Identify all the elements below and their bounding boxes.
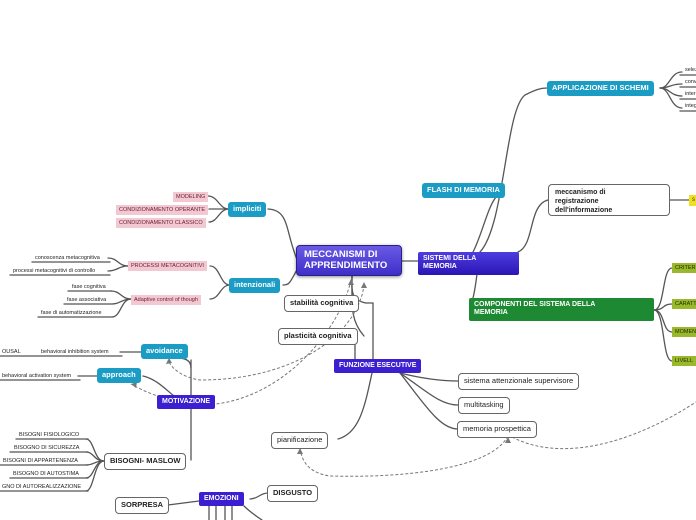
link-impliciti-modeling <box>207 195 230 210</box>
bisogni-maslow-node[interactable]: BISOGNI- MASLOW <box>104 453 187 470</box>
link-applicazione-integ <box>659 87 683 109</box>
central-line2: APPRENDIMENTO <box>304 259 388 271</box>
processi-metacognitivi-node[interactable]: PROCESSI METACOGNITIVI <box>128 261 207 272</box>
link-sistemi-flash <box>472 195 498 253</box>
link-componenti-criter <box>653 267 673 311</box>
modeling-node[interactable]: MODELING <box>173 192 209 203</box>
fase-cognitiva-leaf[interactable]: fase cognitiva <box>72 284 106 290</box>
link-sistemi-meccanismo <box>517 199 549 253</box>
link-central-impliciti <box>267 208 299 263</box>
flash-memoria-node[interactable]: FLASH DI MEMORIA <box>422 183 505 198</box>
fase-automatizzazione-leaf[interactable]: fase di automatizzazione <box>41 310 102 316</box>
link-adaptive-cognitiva <box>110 290 132 300</box>
maslow-leaf-4[interactable]: BISOGNO DI AUTOSTIMA <box>13 471 79 477</box>
dashed-memoria-pianificazione <box>299 435 509 477</box>
link-funzione-pianificazione <box>337 372 373 440</box>
link-maslow-5 <box>85 460 105 492</box>
link-sistemi-componenti <box>472 273 478 299</box>
link-emozioni-disgusto <box>249 492 269 500</box>
componenti-leaf-momen[interactable]: MOMEN <box>672 327 696 338</box>
emozioni-node[interactable]: EMOZIONI <box>199 492 244 507</box>
intenzionali-node[interactable]: intenzionali <box>229 278 281 293</box>
link-funzione-sistema <box>399 372 459 382</box>
link-emozioni-sorpresa <box>167 500 200 506</box>
processi-controllo-leaf[interactable]: processi metacognitivi di controllo <box>13 268 96 274</box>
meccanismo-line1: meccanismo di <box>555 189 606 196</box>
stabilita-cognitiva-node[interactable]: stabilità cognitiva <box>284 295 360 312</box>
applicazione-leaf-selez[interactable]: selez <box>685 67 696 73</box>
plasticita-cognitiva-node[interactable]: plasticità cognitiva <box>278 328 358 345</box>
link-applicazione-conv <box>659 83 683 89</box>
link-avoidance-motivazione <box>175 357 192 369</box>
central-node[interactable]: MECCANISMI DI APPRENDIMENTO <box>296 245 402 276</box>
memoria-prospettica-node[interactable]: memoria prospettica <box>457 421 537 438</box>
maslow-leaf-2[interactable]: BISOGNO DI SICUREZZA <box>14 445 80 451</box>
link-componenti-momen <box>653 309 673 333</box>
link-funzione-multitasking <box>399 372 459 406</box>
sistemi-line1: SISTEMI DELLA <box>423 255 477 262</box>
arousal-cut-leaf[interactable]: OUSAL <box>2 349 21 355</box>
applicazione-leaf-integ[interactable]: integ <box>685 103 696 109</box>
link-funzione-memoria <box>399 372 459 430</box>
sorpresa-node[interactable]: SORPRESA <box>115 497 170 514</box>
behavioral-inhibition-leaf[interactable]: behavioral inhibition system <box>41 349 109 355</box>
meccanismo-line2: registrazione <box>555 197 599 205</box>
link-intenzionali-adaptive <box>209 284 231 300</box>
central-line1: MECCANISMI DI <box>304 249 378 260</box>
componenti-line2: MEMORIA <box>474 309 508 317</box>
disgusto-node[interactable]: DISGUSTO <box>267 485 319 502</box>
meccanismo-line3: dell'informazione <box>555 206 613 214</box>
funzione-esecutive-node[interactable]: FUNZIONE ESECUTIVE <box>334 359 422 374</box>
motivazione-node[interactable]: MOTIVAZIONE <box>157 395 216 410</box>
meccanismo-registrazione-node[interactable]: meccanismo di registrazione dell'informa… <box>548 184 670 216</box>
behavioral-activation-leaf[interactable]: behavioral activation system <box>2 373 72 379</box>
maslow-leaf-1[interactable]: BISOGNI FISIOLOGICO <box>19 432 80 438</box>
componenti-line1: COMPONENTI DEL SISTEMA DELLA <box>474 301 596 308</box>
pianificazione-node[interactable]: pianificazione <box>271 432 329 449</box>
impliciti-node[interactable]: impliciti <box>228 202 267 217</box>
conoscenza-metacognitiva-leaf[interactable]: conoscenza metacognitiva <box>35 255 100 261</box>
adaptive-control-node[interactable]: Adaptive control of though <box>131 295 201 306</box>
applicazione-schemi-node[interactable]: APPLICAZIONE DI SCHEMI <box>547 81 654 96</box>
componenti-leaf-livell[interactable]: LIVELL <box>672 356 696 367</box>
link-componenti-livell <box>653 309 673 362</box>
link-adaptive-automatizzazione <box>111 298 132 318</box>
meccanismo-child-cut[interactable]: s <box>689 195 696 206</box>
link-processi-conoscenza <box>107 257 129 267</box>
condizionamento-classico-node[interactable]: CONDIZIONAMENTO CLASSICO <box>116 218 206 229</box>
link-intenzionali-processi <box>209 265 231 286</box>
link-processi-controllo <box>107 265 129 272</box>
dashed-memoria-offscreen <box>511 401 696 450</box>
fase-associativa-leaf[interactable]: fase associativa <box>67 297 107 303</box>
maslow-leaf-3[interactable]: BISOGNI DI APPARTENENZA <box>3 458 78 464</box>
componenti-leaf-caratt[interactable]: CARATT <box>672 299 696 310</box>
sistema-attenzionale-node[interactable]: sistema attenzionale supervisore <box>458 373 580 390</box>
link-sistemi-applicazione <box>479 87 548 253</box>
link-impliciti-classico <box>208 208 230 223</box>
multitasking-node[interactable]: multitasking <box>458 397 510 414</box>
trunk-emozioni-5 <box>243 505 263 520</box>
applicazione-leaf-conv[interactable]: conv <box>685 79 696 85</box>
approach-node[interactable]: approach <box>97 368 141 383</box>
condizionamento-operante-node[interactable]: CONDIZIONAMENTO OPERANTE <box>116 205 209 216</box>
applicazione-leaf-inter[interactable]: inter <box>685 91 696 97</box>
componenti-leaf-criter[interactable]: CRITER <box>672 263 696 274</box>
maslow-leaf-5[interactable]: GNO DI AUTOREALIZZAZIONE <box>2 484 82 490</box>
avoidance-node[interactable]: avoidance <box>141 344 188 359</box>
sistemi-line2: MEMORIA <box>423 263 457 271</box>
componenti-sistema-node[interactable]: COMPONENTI DEL SISTEMA DELLA MEMORIA <box>469 298 654 321</box>
sistemi-memoria-node[interactable]: SISTEMI DELLA MEMORIA <box>418 252 519 275</box>
